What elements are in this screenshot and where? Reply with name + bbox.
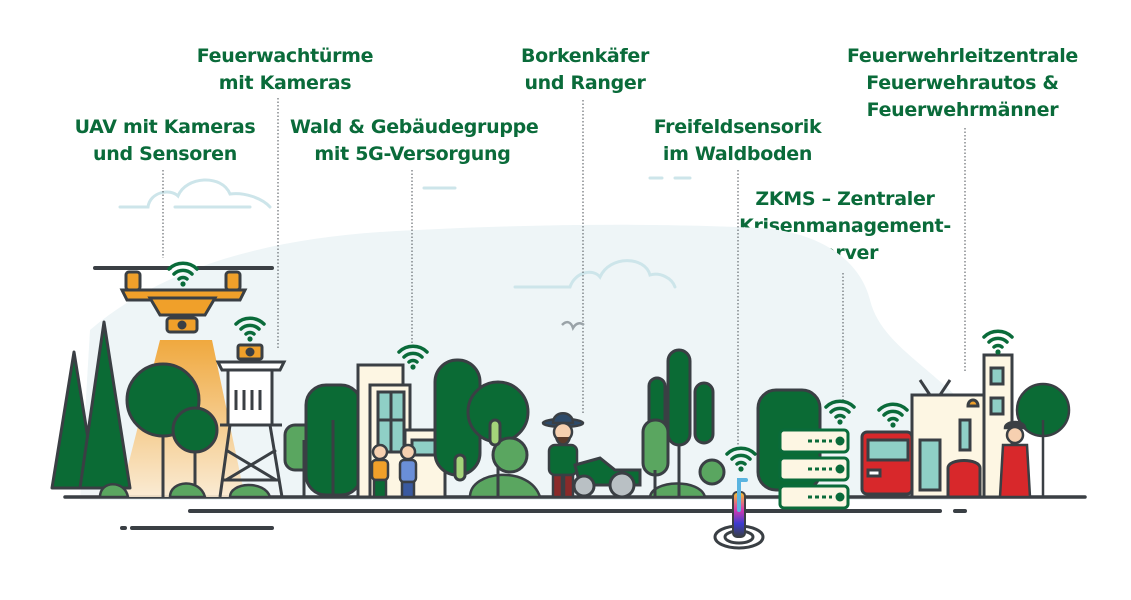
firefighter-icon	[998, 382, 1071, 499]
ranger-icon	[541, 412, 585, 499]
label-ranger-line1: Borkenkäfer	[520, 45, 650, 67]
ground-lines	[63, 495, 1087, 530]
bird-icon	[561, 320, 585, 331]
soil-sensor-icon	[713, 478, 765, 550]
deciduous-tree	[283, 383, 363, 497]
quad-bike-icon	[572, 456, 642, 499]
label-fire-line3: Feuerwehrmänner	[866, 99, 1059, 121]
watchtower-icon	[215, 343, 287, 498]
label-forest-line1: Wald & Gebäudegruppe	[290, 116, 539, 138]
server-icon	[778, 428, 850, 510]
wifi-icon	[982, 329, 1014, 357]
fire-truck-icon	[860, 430, 914, 496]
label-sensor: Freifeldsensorik im Waldboden	[640, 114, 835, 168]
poplar-trees	[641, 348, 726, 497]
label-forest: Wald & Gebäudegruppe mit 5G-Versorgung	[290, 114, 539, 168]
label-zkms-line2: Krisenmanagement-	[739, 215, 951, 237]
label-fire-line2: Feuerwehrautos &	[866, 72, 1059, 94]
cloud-icon	[118, 176, 692, 289]
label-towers-line2: mit Kameras	[218, 72, 352, 94]
label-zkms-line1: ZKMS – Zentraler	[755, 188, 935, 210]
label-ranger-line2: und Ranger	[524, 72, 646, 94]
label-fire-line1: Feuerwehrleitzentrale	[846, 45, 1079, 67]
label-towers-line1: Feuerwachtürme	[196, 45, 374, 67]
label-uav-line1: UAV mit Kameras	[74, 116, 256, 138]
drone-icon	[93, 266, 274, 334]
bushes	[98, 473, 707, 499]
conifer-trees	[50, 320, 132, 490]
children-icon	[370, 443, 418, 499]
label-uav-line2: und Sensoren	[93, 143, 237, 165]
deciduous-tree	[433, 358, 530, 497]
label-sensor-line1: Freifeldsensorik	[653, 116, 822, 138]
label-towers: Feuerwachtürme mit Kameras	[190, 43, 380, 97]
label-fire: Feuerwehrleitzentrale Feuerwehrautos & F…	[840, 43, 1085, 124]
label-sensor-line2: im Waldboden	[662, 143, 813, 165]
deciduous-tree	[125, 362, 219, 497]
guide-lines	[162, 98, 966, 445]
fire-station-icon	[910, 353, 1014, 499]
label-uav: UAV mit Kameras und Sensoren	[70, 114, 260, 168]
label-ranger: Borkenkäfer und Ranger	[505, 43, 665, 97]
label-forest-line2: mit 5G-Versorgung	[314, 143, 511, 165]
